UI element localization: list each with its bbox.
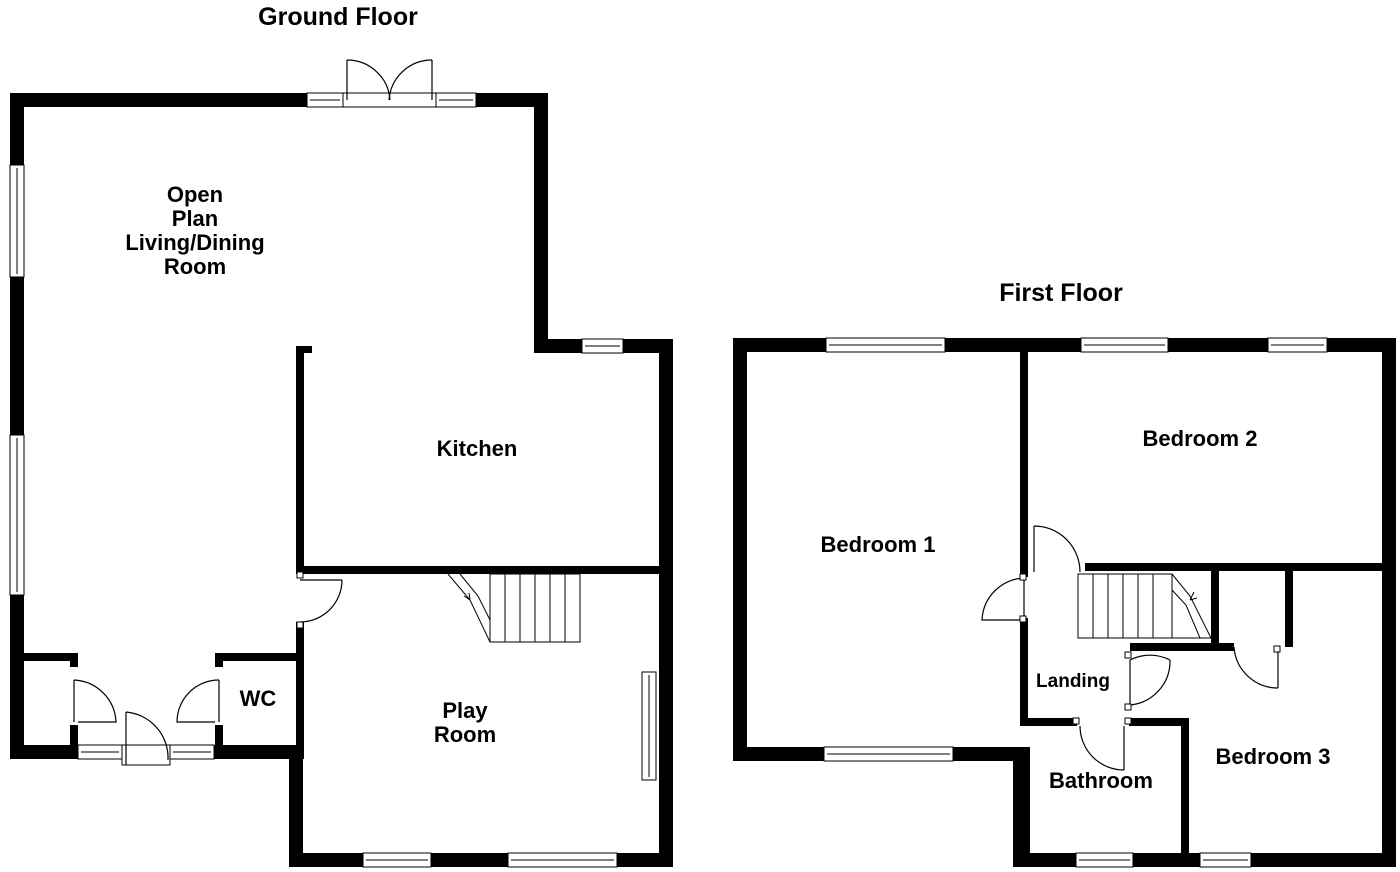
room-label-living-dining: Living/Dining [125, 230, 264, 255]
first-floor-plan: First Floor Bedroom 1 Bedroom 2 Bedroom … [733, 279, 1396, 868]
ground-floor-stairs [447, 573, 581, 643]
ground-floor-plan: Ground Floor Open Plan Living/Dining Roo… [9, 3, 673, 868]
room-label-bedroom-3: Bedroom 3 [1216, 744, 1331, 769]
ground-floor-doors [73, 59, 437, 766]
room-label-play: Play [442, 698, 488, 723]
ground-floor-labels: Ground Floor Open Plan Living/Dining Roo… [125, 3, 517, 747]
room-label-bathroom: Bathroom [1049, 768, 1153, 793]
first-floor-doors [981, 525, 1281, 771]
first-floor-windows [823, 337, 1328, 868]
room-label-bedroom-1: Bedroom 1 [821, 532, 936, 557]
first-floor-labels: First Floor Bedroom 1 Bedroom 2 Bedroom … [821, 279, 1331, 793]
room-label-kitchen: Kitchen [437, 436, 518, 461]
first-floor-title: First Floor [999, 279, 1123, 307]
ground-floor-windows [9, 92, 657, 868]
ground-floor-title: Ground Floor [258, 3, 418, 31]
room-label-room: Room [164, 254, 226, 279]
room-label-plan: Plan [172, 206, 218, 231]
room-label-bedroom-2: Bedroom 2 [1143, 426, 1258, 451]
room-label-wc: WC [240, 686, 277, 711]
room-label-open: Open [167, 182, 223, 207]
first-floor-stairs [1077, 573, 1212, 639]
room-label-play-room: Room [434, 722, 496, 747]
room-label-landing: Landing [1036, 671, 1110, 692]
first-floor-walls [733, 338, 1396, 867]
